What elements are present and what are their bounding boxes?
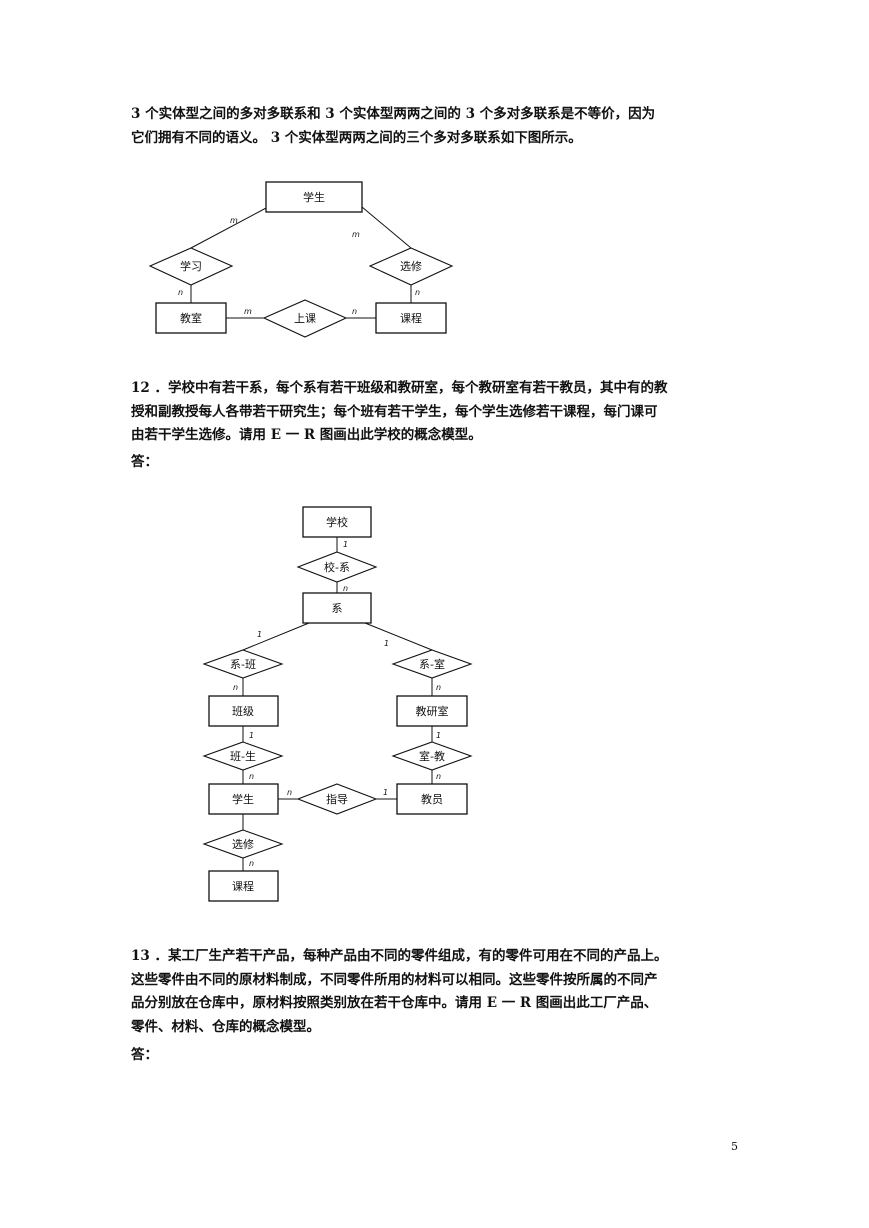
svg-text:系: 系 (332, 602, 343, 615)
cardinality-label: n (249, 772, 254, 781)
svg-text:选修: 选修 (232, 837, 254, 851)
relation-lecture: 上课 (262, 299, 348, 338)
relation-guide: 指导 (296, 783, 378, 815)
entity-teaching-office: 教研室 (396, 695, 468, 727)
relation-elective: 选修 (202, 829, 284, 859)
cardinality-label: n (352, 307, 357, 316)
svg-text:系-室: 系-室 (419, 657, 445, 671)
text-line: 它们拥有不同的语义。 3 个实体型两两之间的三个多对多联系如下图所示。 (131, 129, 582, 146)
cardinality-label: n (178, 288, 183, 297)
cardinality-label: n (436, 772, 441, 781)
svg-text:选修: 选修 (400, 259, 422, 273)
relation-class-student: 班-生 (202, 741, 284, 771)
cardinality-label: 1 (384, 639, 389, 648)
entity-teacher: 教员 (396, 783, 468, 815)
relation-elective: 选修 (368, 247, 454, 286)
cardinality-label: m (230, 216, 238, 225)
relation-study: 学习 (148, 247, 234, 286)
entity-course: 课程 (375, 302, 447, 334)
cardinality-label: n (287, 788, 292, 797)
cardinality-label: n (436, 683, 441, 692)
text-line: 授和副教授每人各带若干研究生；每个班有若干学生，每个学生选修若干课程，每门课可 (131, 403, 658, 420)
entity-classroom: 教室 (155, 302, 227, 334)
answer-label-13: 答： (131, 1047, 158, 1063)
cardinality-label: 1 (383, 788, 388, 797)
entity-school: 学校 (302, 506, 372, 538)
answer-label-12: 答： (131, 454, 158, 470)
cardinality-label: 1 (343, 540, 348, 549)
svg-text:班-生: 班-生 (230, 749, 256, 763)
er-diagram-school: 学校 系 班级 教研室 学生 教员 课程 校-系 (202, 506, 473, 902)
svg-text:室-教: 室-教 (419, 749, 445, 763)
svg-text:学生: 学生 (303, 190, 325, 204)
svg-text:校-系: 校-系 (324, 560, 350, 574)
entity-student: 学生 (265, 181, 363, 213)
cardinality-label: n (415, 288, 420, 297)
text-line: 这些零件由不同的原材料制成，不同零件所用的材料可以相同。这些零件按所属的不同产 (131, 971, 658, 988)
cardinality-label: m (352, 230, 360, 239)
svg-text:教室: 教室 (180, 311, 202, 325)
entity-student: 学生 (208, 783, 279, 815)
text-line: 品分别放在仓库中，原材料按照类别放在若干仓库中。请用 E 一 R 图画出此工厂产… (131, 995, 658, 1011)
svg-text:教员: 教员 (421, 793, 443, 806)
page-number: 5 (731, 1140, 738, 1153)
cardinality-label: n (249, 859, 254, 868)
relation-dept-office: 系-室 (391, 649, 473, 679)
entity-course: 课程 (208, 870, 279, 902)
text-line: 3 个实体型之间的多对多联系和 3 个实体型两两之间的 3 个多对多联系是不等价… (131, 106, 656, 122)
svg-text:系-班: 系-班 (230, 658, 256, 671)
svg-text:指导: 指导 (326, 792, 348, 806)
relation-school-dept: 校-系 (296, 551, 378, 583)
svg-text:课程: 课程 (232, 880, 254, 893)
cardinality-label: 1 (249, 731, 254, 740)
text-line: 零件、材料、仓库的概念模型。 (131, 1018, 320, 1035)
cardinality-label: 1 (436, 731, 441, 740)
svg-text:学习: 学习 (180, 259, 202, 273)
cardinality-label: n (343, 584, 348, 593)
svg-text:学校: 学校 (326, 515, 348, 529)
cardinality-label: 1 (257, 630, 262, 639)
question-13: 13 ．某工厂生产若干产品，每种产品由不同的零件组成，有的零件可用在不同的产品上… (131, 945, 743, 1039)
cardinality-label: n (233, 683, 238, 692)
svg-text:教研室: 教研室 (416, 704, 449, 718)
entity-department: 系 (302, 592, 372, 624)
intro-paragraph: 3 个实体型之间的多对多联系和 3 个实体型两两之间的 3 个多对多联系是不等价… (131, 103, 743, 150)
relation-dept-class: 系-班 (202, 649, 284, 679)
svg-text:学生: 学生 (232, 792, 254, 806)
text-line: 由若干学生选修。请用 E 一 R 图画出此学校的概念模型。 (131, 427, 482, 443)
svg-text:课程: 课程 (400, 312, 422, 325)
text-line: 12 ．学校中有若干系，每个系有若干班级和教研室，每个教研室有若干教员，其中有的… (131, 380, 668, 396)
relation-office-teacher: 室-教 (391, 741, 473, 771)
svg-text:上课: 上课 (294, 312, 316, 325)
text-line: 13 ．某工厂生产若干产品，每种产品由不同的零件组成，有的零件可用在不同的产品上… (131, 948, 668, 964)
cardinality-label: m (244, 307, 252, 316)
svg-text:班级: 班级 (232, 705, 254, 718)
er-diagram-ternary-pairs: 学生 教室 课程 学习 选修 上课 m m n n m n (148, 181, 454, 338)
entity-class: 班级 (208, 695, 279, 727)
question-12: 12 ．学校中有若干系，每个系有若干班级和教研室，每个教研室有若干教员，其中有的… (131, 377, 743, 448)
